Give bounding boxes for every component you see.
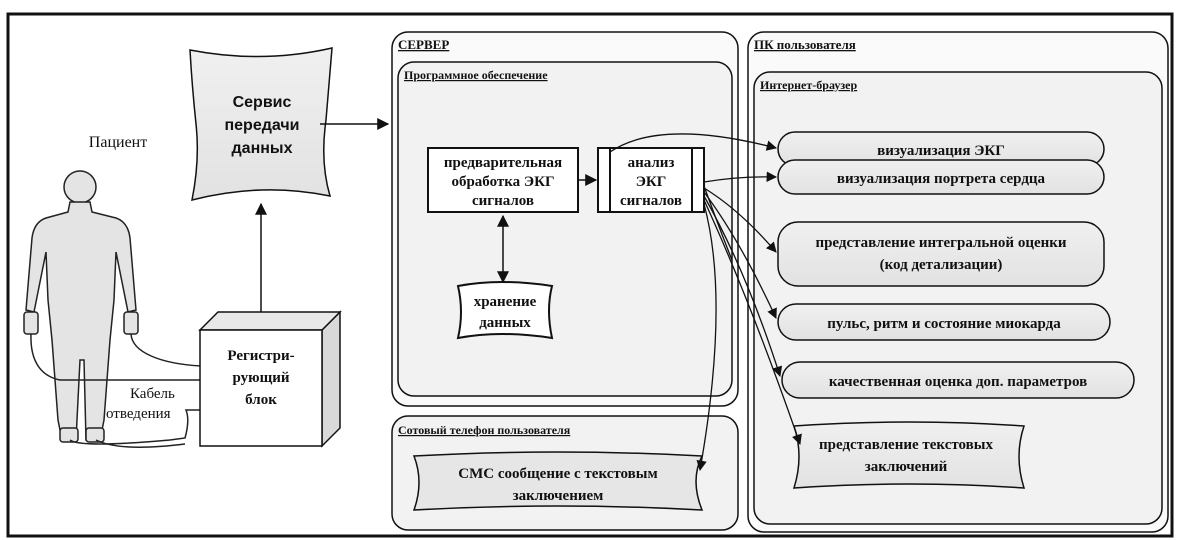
outer-frame (6, 12, 1174, 538)
storage-line-1: хранение (474, 294, 537, 310)
item-extra-params (781, 361, 1135, 399)
item-heart-portrait-label: визуализация портрета сердца (837, 171, 1046, 187)
sms-box (412, 451, 704, 511)
arrow-to-heart-portrait (703, 171, 778, 183)
item-ecg-visualization-label: визуализация ЭКГ (877, 143, 1005, 159)
item-text-conclusions-line-1: представление текстовых (819, 437, 993, 453)
analysis-box (597, 147, 705, 213)
analysis-line-3: сигналов (620, 193, 682, 209)
registration-line-3: блок (245, 392, 277, 408)
analysis-line-1: анализ (628, 155, 675, 171)
item-extra-params-label: качественная оценка доп. параметров (829, 374, 1087, 390)
item-pulse-rhythm-label: пульс, ритм и состояние миокарда (827, 316, 1061, 332)
transmission-service (189, 47, 333, 202)
storage-box (456, 281, 554, 340)
storage-line-2: данных (479, 315, 531, 331)
analysis-output-arrows (609, 133, 802, 472)
sms-line-1: СМС сообщение с текстовым (458, 466, 657, 482)
transmission-line-2: передачи (224, 117, 299, 134)
transmission-line-3: данных (232, 140, 293, 157)
item-text-conclusions-line-2: заключений (865, 459, 948, 475)
arrow-to-integral-score (703, 187, 777, 253)
server-title: СЕРВЕР (398, 37, 449, 52)
registration-line-1: Регистри- (227, 348, 294, 364)
item-integral-score (777, 221, 1105, 287)
preprocessing-box (427, 147, 579, 213)
arrow-to-pulse-rhythm (703, 191, 777, 319)
patient-label: Пациент (89, 134, 147, 151)
phone-title: Сотовый телефон пользователя (398, 423, 571, 437)
arrow-to-text-conclusions (703, 199, 802, 445)
patient-figure (23, 170, 139, 443)
analysis-line-2: ЭКГ (636, 174, 667, 190)
cable-label-line2: отведения (106, 406, 171, 422)
arrow-to-ecg-visualization (609, 133, 778, 153)
preprocessing-line-2: обработка ЭКГ (451, 174, 554, 190)
sms-line-2: заключением (513, 488, 604, 504)
cable-label-line1: Кабель (130, 386, 175, 402)
pc-title: ПК пользователя (754, 37, 856, 52)
transmission-line-1: Сервис (233, 94, 292, 111)
item-integral-score-line-2: (код детализации) (880, 257, 1003, 273)
item-heart-portrait (777, 159, 1105, 195)
arrow-to-sms (696, 203, 717, 472)
item-pulse-rhythm (777, 303, 1111, 341)
software-panel (397, 61, 733, 397)
preprocessing-line-3: сигналов (472, 193, 534, 209)
item-text-conclusions (792, 421, 1026, 489)
arrow-extra-branch (703, 185, 733, 261)
registration-line-2: рующий (232, 370, 289, 386)
registration-block (198, 310, 342, 448)
item-integral-score-line-1: представление интегральной оценки (815, 235, 1066, 251)
software-title: Программное обеспечение (404, 68, 548, 82)
preprocessing-line-1: предварительная (444, 155, 562, 171)
browser-title: Интернет-браузер (760, 78, 857, 92)
lead-cable (30, 333, 203, 448)
